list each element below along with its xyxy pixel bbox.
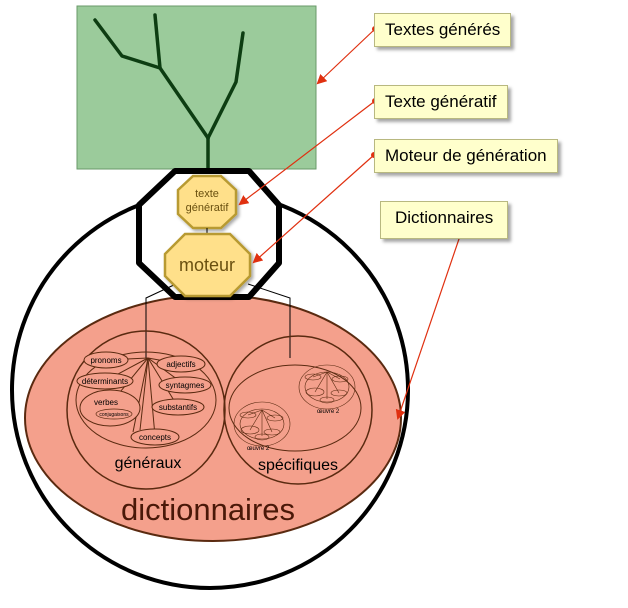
specific-oeuvre-a: œuvre 2 <box>247 446 270 452</box>
specific-inner-ellipse <box>228 364 362 452</box>
specific-dictionaries-group: œuvre 2 œuvre 2 spécifiques <box>223 335 373 485</box>
texte-generatif-label-1: texte <box>195 188 219 200</box>
texte-generatif-octagon <box>176 174 238 230</box>
callout-generation-engine: Moteur de génération <box>374 139 558 173</box>
dictionaries-main-label: dictionnaires <box>121 492 295 527</box>
item-determinants: déterminants <box>82 377 128 386</box>
specific-dictionaries-circle <box>223 335 373 485</box>
arrow-dictionaries <box>395 235 461 420</box>
general-dictionaries-circle <box>66 330 226 490</box>
general-inner-ellipse <box>75 351 217 449</box>
general-label: généraux <box>115 455 182 472</box>
item-adjectifs: adjectifs <box>166 360 195 369</box>
general-dictionaries-group: pronoms adjectifs déterminants syntagmes… <box>66 330 226 490</box>
item-substantifs: substantifs <box>159 403 197 412</box>
arrow-generation-engine <box>252 154 375 264</box>
specific-oeuvre-b: œuvre 2 <box>317 409 340 415</box>
texte-generatif-label-2: génératif <box>186 202 230 214</box>
moteur-octagon <box>163 232 252 298</box>
callout-arrows <box>238 28 461 420</box>
specific-label: spécifiques <box>258 457 338 474</box>
callout-dictionaries: Dictionnaires <box>380 201 509 239</box>
item-pronoms: pronoms <box>90 356 121 365</box>
callout-generative-text: Texte génératif <box>374 85 508 119</box>
item-syntagmes: syntagmes <box>166 381 205 390</box>
item-concepts: concepts <box>139 433 171 442</box>
generated-texts-box <box>76 5 317 170</box>
item-verbes: verbes <box>94 398 118 407</box>
engine-connectors <box>145 283 291 358</box>
item-conjugaisons: conjugaisons <box>99 412 129 418</box>
arrow-generated-texts <box>316 28 376 85</box>
item-conjugaisons-bubble <box>95 408 133 420</box>
arrow-generative-text <box>238 100 376 206</box>
callout-generated-texts: Textes générés <box>374 13 512 47</box>
tree-graphic <box>93 13 245 187</box>
moteur-label: moteur <box>179 255 235 275</box>
